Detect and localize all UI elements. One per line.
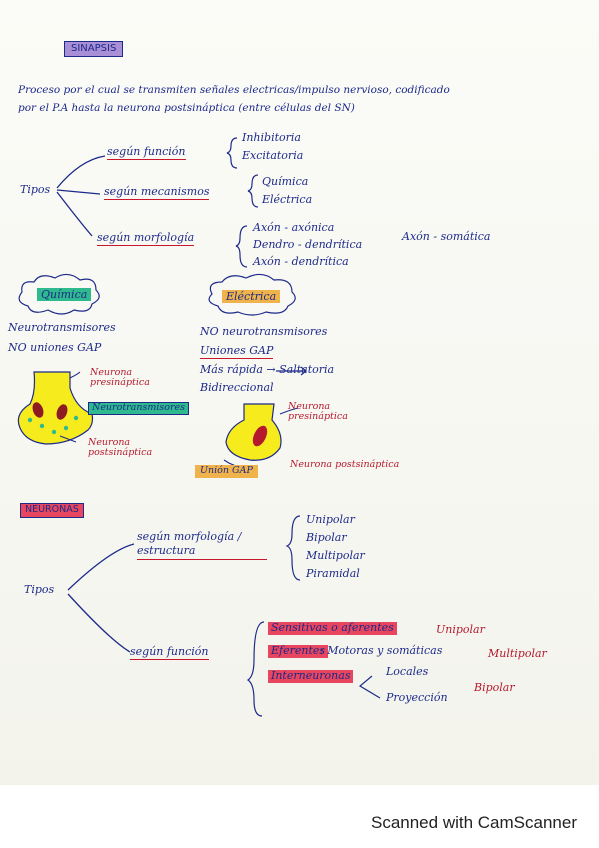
electrical-synapse-drawing (223, 403, 299, 468)
sinapsis-mecanismos-label: según mecanismos (104, 185, 210, 200)
sensitivas-label: Sensitivas o aferentes (268, 621, 397, 635)
electrica-label: Eléctrica (222, 290, 281, 303)
scanner-watermark: Scanned with CamScanner (370, 813, 577, 832)
mecanismos-item: Química (262, 175, 309, 188)
morfologia-neurona-item: Piramidal (306, 567, 360, 580)
neuronas-title: NEURONAS (20, 503, 84, 518)
electrica-line: Bidireccional (200, 381, 274, 394)
sinapsis-morfologia-label: según morfología (97, 231, 195, 246)
neuronas-tipos-label: Tipos (24, 583, 55, 596)
morfologia-item: Axón - dendrítica (253, 255, 349, 268)
electrica-pre-label: Neurona presináptica (288, 401, 348, 422)
interneuronas-label: Interneuronas (268, 669, 354, 683)
electrica-line: NO neurotransmisores (200, 325, 328, 338)
funcion-item: Inhibitoria (242, 131, 301, 144)
neuronas-funcion-label: según función (130, 645, 209, 660)
scanner-footer: Scanned with CamScanner (0, 785, 599, 848)
neuronas-tipos-brace (67, 543, 135, 653)
electrica-cloud (208, 273, 296, 316)
chemical-synapse-drawing (17, 371, 94, 445)
scanned-page: SINAPSIS Proceso por el cual se transmit… (0, 0, 599, 785)
quimica-line: Neurotransmisores (8, 321, 116, 334)
quimica-cloud (18, 273, 100, 315)
morfologia-neurona-item: Bipolar (306, 531, 347, 544)
eferentes-tipo: Multipolar (488, 647, 547, 660)
morfologia-neurona-item: Unipolar (306, 513, 355, 526)
electrica-post-label: Neurona postsináptica (290, 459, 400, 470)
sinapsis-tipos-brace (56, 155, 106, 237)
sub-braces (226, 137, 259, 268)
quimica-label: Química (37, 288, 92, 301)
inter-item: Proyección (386, 691, 448, 704)
funcion-item: Excitatoria (242, 149, 304, 162)
eferentes-label: Eferentes (268, 644, 329, 658)
neuronas-morfologia-label: según morfología / estructura (137, 530, 267, 560)
morfologia-neurona-item: Multipolar (306, 549, 365, 562)
drawings-layer (17, 137, 381, 717)
sinapsis-tipos-label: Tipos (20, 183, 51, 196)
page-title: SINAPSIS (64, 41, 124, 57)
morfologia-item: Dendro - dendrítica (253, 238, 363, 251)
inter-item: Locales (386, 665, 429, 678)
morfologia-extra: Axón - somática (402, 230, 491, 243)
sensitivas-tipo: Unipolar (436, 623, 485, 636)
definition-line-1: Proceso por el cual se transmiten señale… (18, 84, 450, 96)
arrow-icon (276, 366, 307, 376)
neuronas-sub-braces (246, 515, 381, 717)
quimica-pre-label: Neurona presináptica (90, 367, 150, 388)
inter-tipo: Bipolar (474, 681, 515, 694)
quimica-post-label: Neurona postsináptica (88, 437, 153, 458)
mecanismos-item: Eléctrica (262, 193, 313, 206)
electrica-line: Más rápida → Saltatoria (200, 363, 335, 376)
definition-line-2: por el P.A hasta la neurona postsináptic… (18, 102, 355, 114)
quimica-nt-label: Neurotransmisores (88, 402, 190, 415)
electrica-line: Uniones GAP (200, 344, 274, 359)
electrica-gap-label: Unión GAP (195, 465, 258, 478)
morfologia-item: Axón - axónica (253, 221, 335, 234)
quimica-line: NO uniones GAP (8, 341, 102, 354)
sinapsis-funcion-label: según función (107, 145, 186, 160)
eferentes-desc: : Motoras y somáticas (320, 644, 443, 657)
